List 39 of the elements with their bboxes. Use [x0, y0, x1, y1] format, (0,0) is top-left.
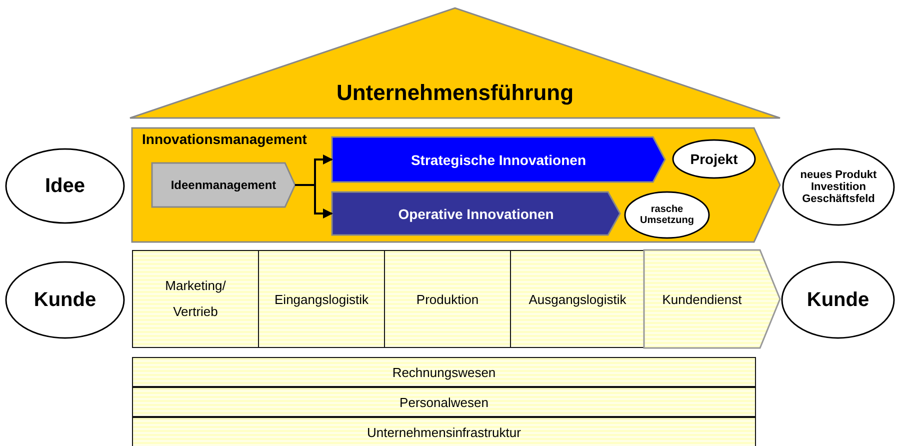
value-chain-cell	[644, 250, 780, 348]
arrow	[295, 184, 333, 218]
node-label: Idee	[44, 174, 86, 198]
node-label: Marketing/ Vertrieb	[164, 277, 227, 321]
band-heading: Innovationsmanagement	[142, 131, 307, 147]
node-label: rasche Umsetzung	[639, 204, 695, 226]
result-ellipse	[624, 191, 710, 239]
node-label: Strategische Innovationen	[410, 152, 586, 168]
node-label: Eingangslogistik	[274, 292, 368, 306]
node-label: Personalwesen	[400, 394, 488, 410]
customer-ellipse	[5, 261, 125, 339]
value-chain-cell	[510, 250, 645, 348]
node-label: Produktion	[416, 292, 479, 306]
customer-ellipse	[781, 261, 895, 339]
node-label: Rechnungswesen	[392, 364, 496, 380]
roof-shape	[130, 8, 780, 118]
support-bar	[132, 417, 756, 446]
input-ellipse	[5, 148, 125, 224]
value-chain-cell	[132, 250, 259, 348]
node-label: Kundendienst	[662, 292, 742, 306]
node-label: neues Produkt Investition Geschäftsfeld	[799, 169, 878, 205]
value-chain-cell	[384, 250, 511, 348]
node-label: Ausgangslogistik	[528, 292, 626, 306]
value-chain-cell	[258, 250, 385, 348]
result-ellipse	[782, 148, 895, 226]
node-label: Kunde	[806, 288, 870, 312]
result-ellipse	[672, 139, 756, 179]
node-label: Operative Innovationen	[398, 206, 554, 222]
support-bar	[132, 357, 756, 387]
title-text: Unternehmensführung	[336, 80, 574, 106]
process-step	[332, 192, 620, 235]
support-bar	[132, 387, 756, 417]
process-step	[152, 163, 295, 207]
node-label: Ideenmanagement	[170, 178, 276, 192]
innovation-band	[132, 128, 780, 242]
node-label: Unternehmensinfrastruktur	[367, 424, 521, 440]
node-label: Kunde	[34, 288, 96, 312]
node-label: Projekt	[690, 151, 738, 167]
process-step	[332, 137, 665, 182]
